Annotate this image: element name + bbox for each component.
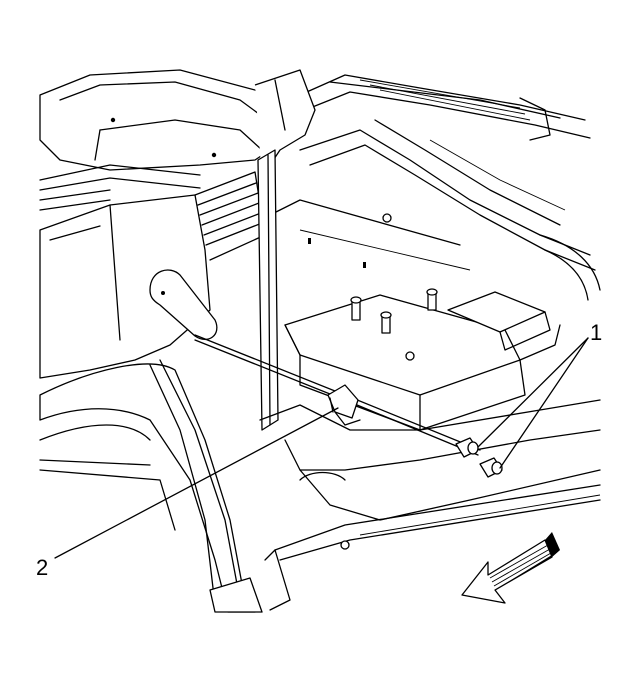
front-direction-arrow-icon [461,532,560,604]
mounting-bracket [327,384,361,426]
callout-label-2: 2 [36,555,48,580]
stud [350,296,362,321]
stud [426,288,438,311]
fastener-bolt [479,457,503,478]
storage-compartment [284,288,561,431]
body-pillar [39,69,316,613]
stud [380,311,392,334]
seat-back-assembly [39,69,291,379]
callout-label-1: 1 [590,320,602,345]
rocker-sill [259,399,601,611]
fastener-bolt [455,437,479,458]
cargo-floor-panel [269,74,601,301]
vent-grille [194,171,266,261]
leader-lines [54,337,589,559]
